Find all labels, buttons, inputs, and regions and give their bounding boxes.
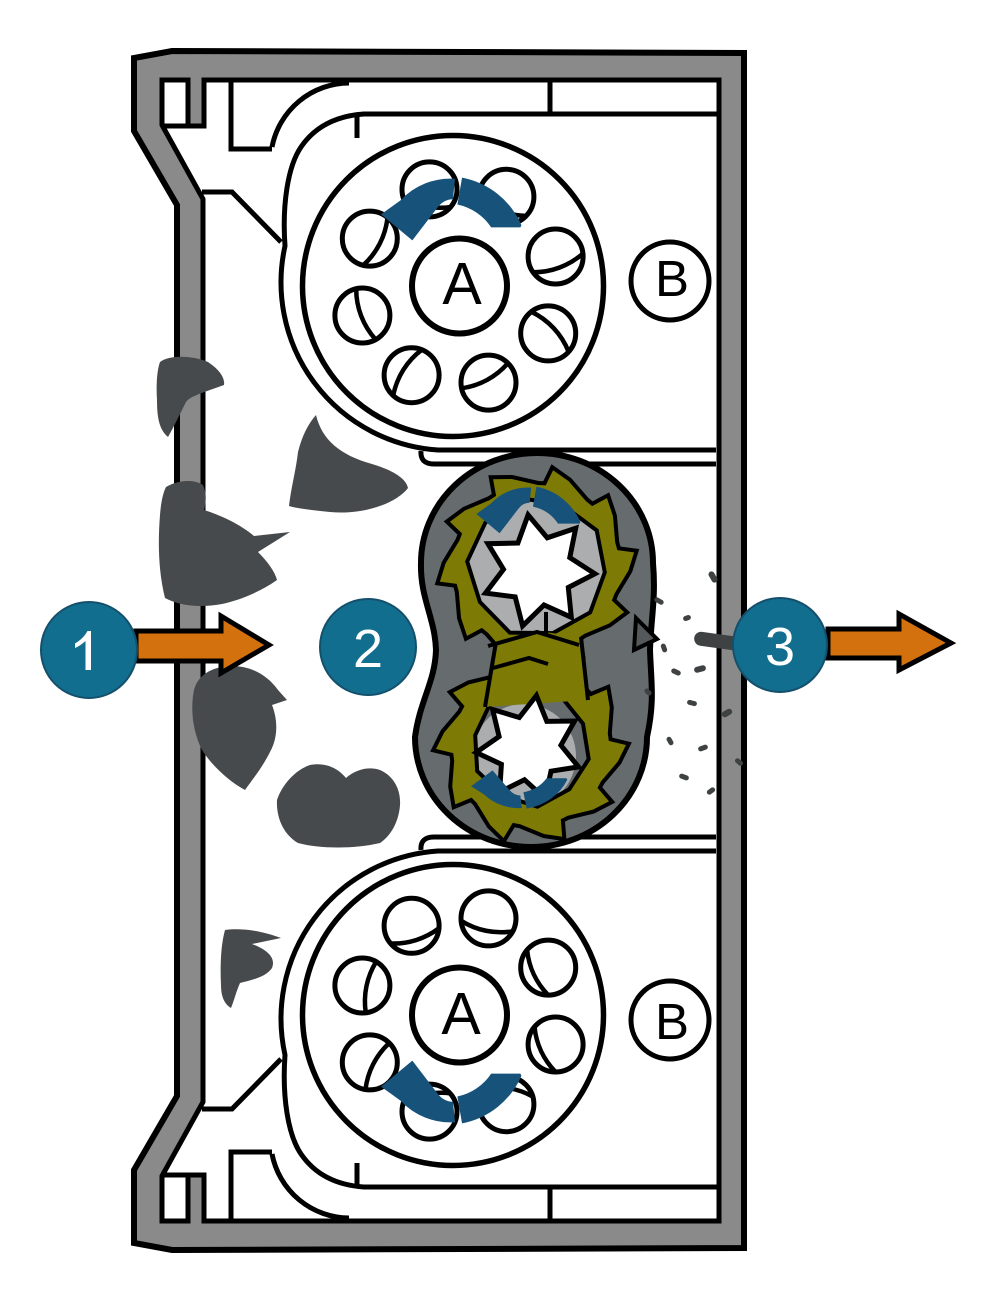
svg-text:B: B (655, 250, 689, 307)
svg-text:3: 3 (765, 617, 795, 677)
svg-text:A: A (441, 981, 481, 1047)
svg-text:2: 2 (353, 619, 383, 679)
svg-text:A: A (442, 251, 482, 317)
svg-text:B: B (655, 993, 689, 1050)
